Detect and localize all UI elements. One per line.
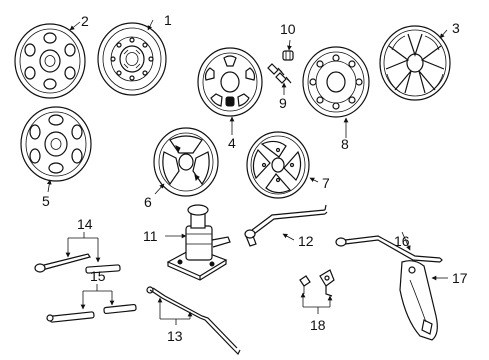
wheel-6 [153, 127, 219, 197]
callout-1: 1 [164, 12, 172, 28]
callout-2: 2 [81, 13, 89, 29]
callout-9: 9 [279, 95, 287, 111]
callout-14: 14 [77, 216, 93, 232]
callout-11: 11 [143, 228, 158, 244]
wheel-1 [97, 22, 167, 96]
callout-13: 13 [167, 328, 183, 344]
wheel-2 [14, 23, 86, 99]
leader-lines [46, 19, 448, 325]
panel-17 [399, 260, 438, 341]
tool-set-14 [34, 253, 121, 274]
hoist-rod [146, 286, 241, 356]
lug-nut [282, 50, 294, 61]
wheel-7 [246, 131, 310, 199]
brackets-18 [299, 269, 335, 297]
callout-18: 18 [310, 317, 326, 333]
callout-16: 16 [394, 233, 410, 249]
callout-labels: 1 2 3 4 5 6 7 8 9 10 11 12 13 14 15 16 1… [42, 12, 468, 344]
jack [166, 204, 231, 281]
callout-12: 12 [298, 233, 314, 249]
wheel-8 [302, 46, 370, 118]
callout-17: 17 [452, 270, 468, 286]
tool-set-15 [46, 303, 137, 323]
wheel-5 [20, 106, 92, 182]
callout-15: 15 [90, 268, 106, 284]
callout-7: 7 [322, 175, 330, 191]
callout-4: 4 [228, 135, 236, 151]
callout-8: 8 [341, 136, 349, 152]
lug-bolts [267, 63, 292, 84]
callout-10: 10 [280, 21, 296, 37]
callout-5: 5 [42, 193, 50, 209]
callout-6: 6 [144, 194, 152, 210]
callout-3: 3 [452, 20, 460, 36]
wheel-3 [379, 25, 451, 101]
wheel-4 [197, 47, 263, 117]
lug-wrench [244, 204, 328, 247]
jack-handle [335, 235, 443, 263]
